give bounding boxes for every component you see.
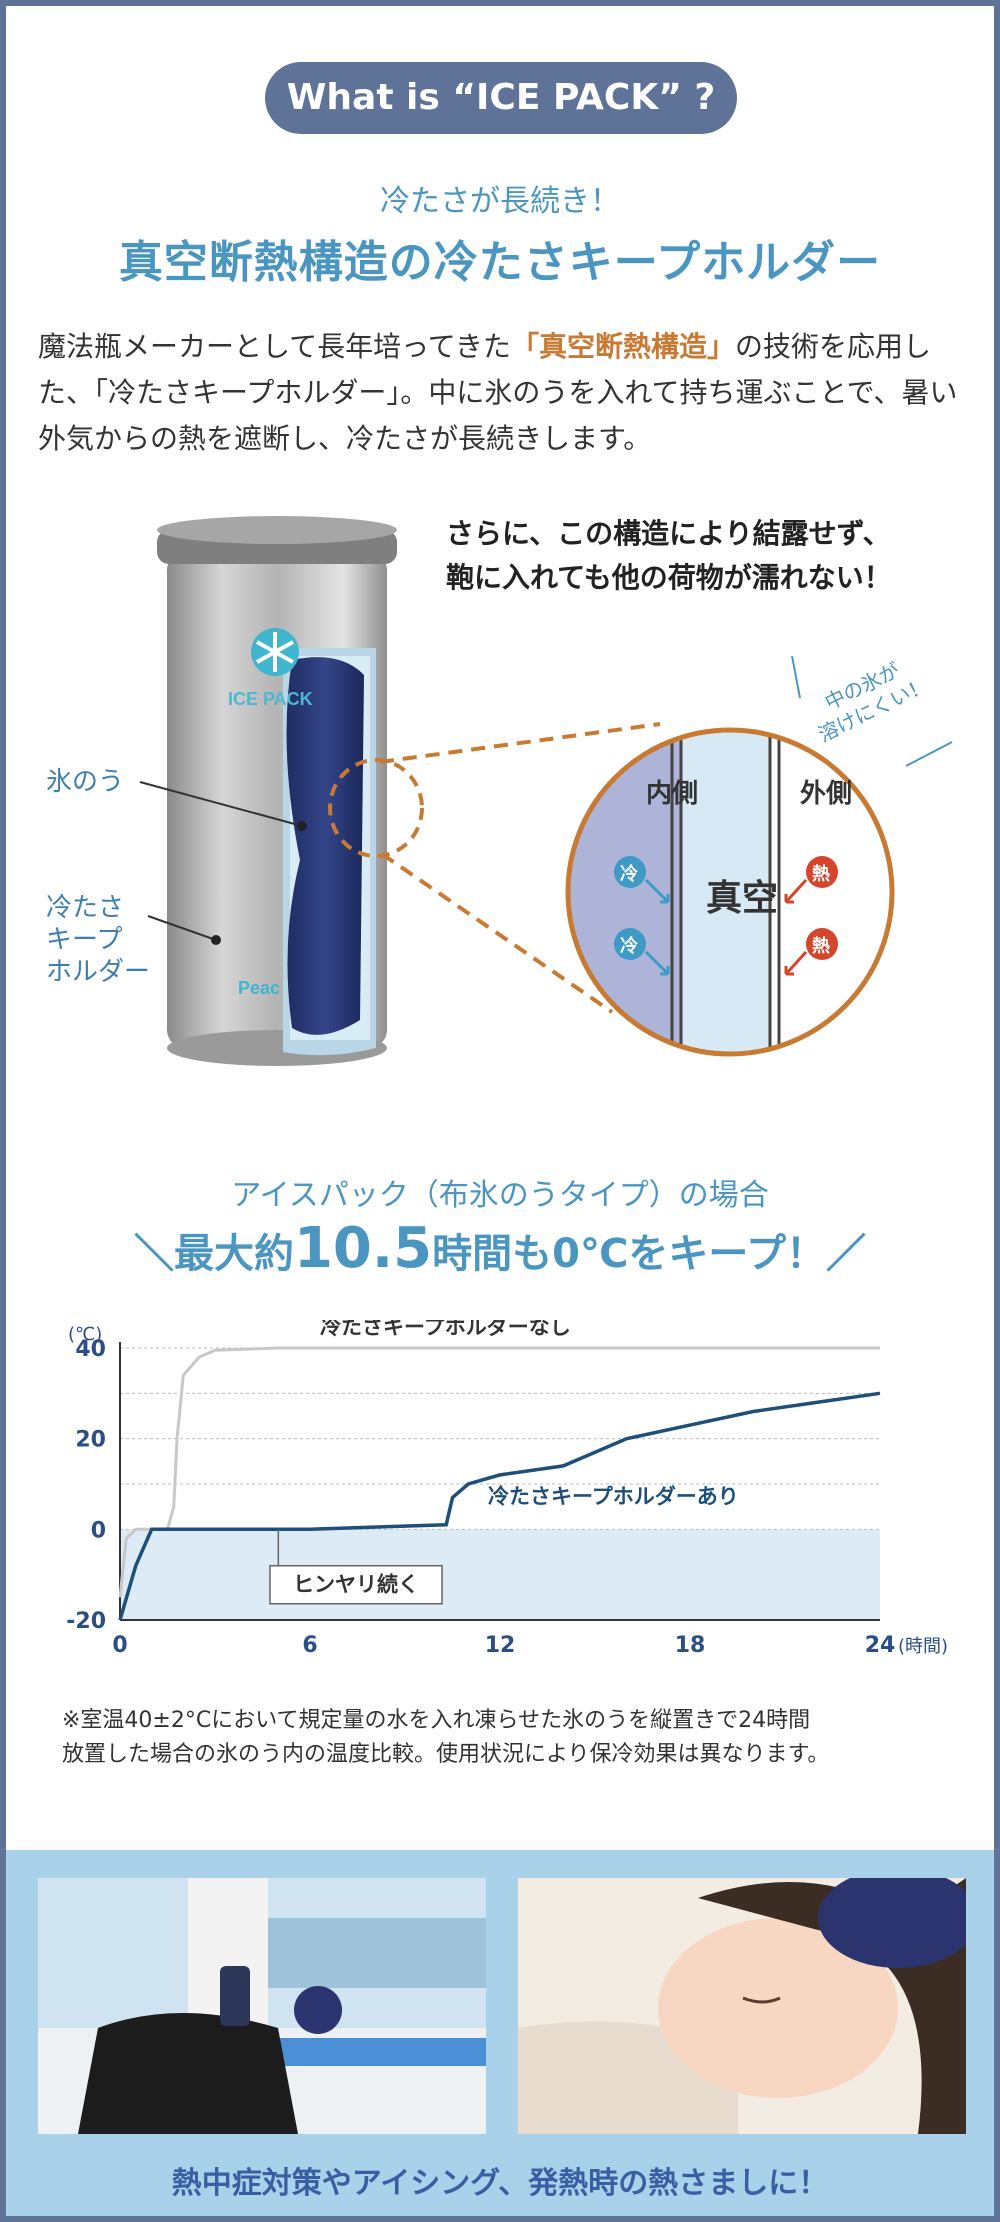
- heading-title: 真空断熱構造の冷たさキープホルダー: [118, 237, 882, 288]
- annotation-box: [269, 1564, 443, 1605]
- holder-body: ICE PACK Peac: [157, 516, 397, 1066]
- y-tick-label: 20: [75, 1428, 106, 1453]
- intro-highlight: 「真空断熱構造」: [510, 330, 735, 363]
- svg-text:冷: 冷: [620, 935, 638, 957]
- photo-child: [518, 1878, 966, 2134]
- svg-text:熱: 熱: [812, 863, 830, 885]
- bottom-caption: 熱中症対策やアイシング、発熱時の熱さましに！: [171, 2166, 829, 2201]
- series-line-2: [118, 1391, 881, 1621]
- holder-leader: [147, 915, 217, 941]
- cold-badge-1: 冷: [614, 856, 670, 904]
- series-line-1: [118, 1346, 880, 1598]
- heading-sub: 冷たさが長続き！: [380, 184, 620, 219]
- x-tick-label: 18: [675, 1633, 706, 1658]
- diagram-note: さらに、この構造により結露せず、 鞄に入れても他の荷物が濡れない！: [446, 512, 966, 600]
- x-tick-label: 12: [485, 1633, 516, 1658]
- vacuum-label: 真空: [706, 878, 778, 919]
- svg-text:熱: 熱: [812, 935, 830, 957]
- intro-text-2: の技術を応用した、「冷たさキープホルダー」。中に氷のうを入れて持ち運ぶことで、暑…: [38, 330, 958, 455]
- y-axis-unit: (℃): [68, 1324, 102, 1345]
- y-tick-label: 0: [91, 1518, 106, 1543]
- y-tick-label: -20: [66, 1609, 106, 1634]
- label-icebag: 氷のう: [46, 767, 125, 797]
- footnote: ※室温40±2°Cにおいて規定量の水を入れ凍らせた氷のうを縦置きで24時間 放置…: [62, 1708, 830, 1767]
- label-holder: 冷たさ キープ ホルダー: [46, 893, 151, 987]
- zoom-origin: [328, 758, 424, 858]
- series-label-1: 冷たさキープホルダーなし: [320, 1320, 571, 1339]
- inner-label: 内側: [646, 779, 698, 809]
- cold-badge-2: 冷: [614, 928, 670, 976]
- note-line-2: 鞄に入れても他の荷物が濡れない！: [446, 561, 892, 594]
- heat-badge-2: 熱: [784, 928, 838, 976]
- annotation-text: ヒンヤリ続く: [293, 1573, 419, 1597]
- outer-label: 外側: [800, 779, 852, 809]
- section-pill: What is “ICE PACK” ?: [265, 62, 737, 134]
- product-printed-text: ICE PACK: [228, 689, 313, 709]
- product-diagram: ICE PACK Peac 内側 外側 真空 冷 冷 熱 熱: [139, 516, 953, 1066]
- heat-badge-1: 熱: [784, 856, 838, 904]
- note-line-1: さらに、この構造により結露せず、: [446, 517, 891, 550]
- section2-sub: アイスパック（布氷のうタイプ）の場合: [231, 1178, 769, 1213]
- intro-paragraph: 魔法瓶メーカーとして長年培ってきた「真空断熱構造」の技術を応用した、「冷たさキー…: [38, 324, 978, 462]
- section2-title: ＼最大約10.5時間も0℃をキープ！／: [133, 1216, 867, 1281]
- icebag-leader: [139, 781, 303, 827]
- snowflake-icon: [251, 628, 299, 676]
- x-tick-label: 0: [112, 1633, 127, 1658]
- photo-bench: [38, 1878, 486, 2134]
- intro-text-1: 魔法瓶メーカーとして長年培ってきた: [38, 330, 511, 363]
- series-label-2: 冷たさキープホルダーあり: [488, 1485, 739, 1509]
- x-axis-unit: (時間): [898, 1636, 948, 1657]
- product-mini-icon: [220, 1966, 250, 2026]
- product-brand-text: Peac: [238, 978, 280, 998]
- x-tick-label: 24: [865, 1633, 896, 1658]
- svg-text:冷: 冷: [620, 863, 638, 885]
- y-tick-label: 40: [75, 1337, 106, 1362]
- x-tick-label: 6: [302, 1633, 317, 1658]
- cool-zone: [120, 1529, 880, 1620]
